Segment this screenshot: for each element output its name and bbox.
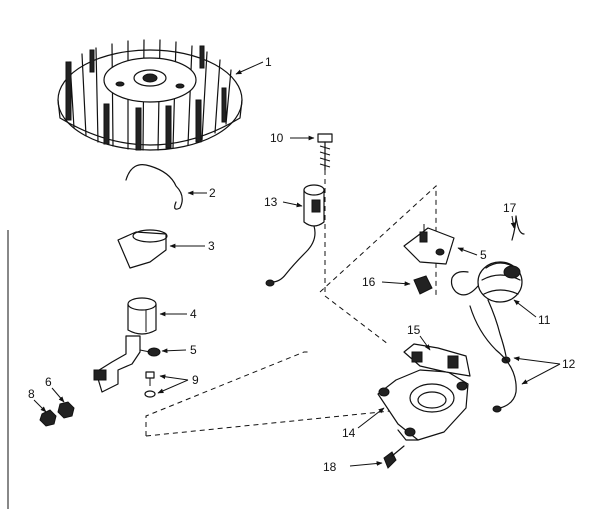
callout-16: 16: [362, 275, 376, 289]
screw-part: [317, 133, 333, 171]
callout-1-leader: [235, 61, 264, 75]
callout-5-lower: 5: [190, 343, 197, 357]
callout-9: 9: [192, 373, 199, 387]
assembly-dashed-line-a: [324, 170, 389, 345]
callout-8-leader: [33, 399, 47, 413]
callout-3: 3: [208, 239, 215, 253]
ignition-coil-part: [450, 261, 523, 303]
callout-12-leader-b: [521, 363, 561, 385]
callout-5b-leader: [161, 348, 187, 354]
callout-12-leader-a: [513, 356, 561, 365]
lead-wires-part: [469, 299, 517, 413]
lever-bracket-part: [93, 335, 161, 393]
callout-8: 8: [28, 387, 35, 401]
wire-part: [511, 215, 525, 241]
callout-13: 13: [264, 195, 278, 209]
callout-18: 18: [323, 460, 337, 474]
screw-washer-part: [144, 371, 156, 398]
bolt-part: [383, 445, 405, 469]
callout-6-leader: [51, 387, 65, 403]
callout-2: 2: [209, 186, 216, 200]
callout-4: 4: [190, 307, 197, 321]
breaker-plate-part: [403, 224, 455, 265]
callout-14: 14: [342, 426, 356, 440]
clip-part: [413, 275, 433, 295]
callout-14-leader: [357, 407, 385, 429]
washer-part: [39, 409, 57, 427]
callout-11-leader: [513, 299, 537, 318]
assembly-dashed-line-b: [319, 184, 437, 296]
stator-housing-part: [377, 343, 471, 441]
callout-11: 11: [538, 313, 551, 327]
callout-16-leader: [381, 281, 411, 287]
bushing-part: [127, 297, 157, 335]
callout-9-leader-a: [159, 374, 189, 381]
callout-6: 6: [45, 375, 52, 389]
callout-18-leader: [349, 461, 383, 467]
callout-17-leader: [510, 215, 516, 229]
flywheel-part: [57, 39, 243, 151]
callout-12: 12: [562, 357, 576, 371]
nut-part: [57, 401, 75, 419]
spring-clip-part: [125, 164, 183, 210]
assembly-dashed-line-c: [145, 351, 310, 436]
shroud-cover-part: [117, 229, 168, 269]
callout-5a-leader: [457, 247, 478, 256]
callout-5-upper: 5: [480, 248, 487, 262]
callout-9-leader-b: [157, 379, 189, 394]
callout-17: 17: [503, 201, 517, 215]
callout-15: 15: [407, 323, 421, 337]
callout-15-leader: [419, 335, 431, 351]
callout-10: 10: [270, 131, 284, 145]
assembly-dashed-line-d: [145, 409, 401, 437]
callout-1: 1: [265, 55, 272, 69]
condenser-part: [265, 184, 325, 287]
callout-13-leader: [282, 201, 303, 208]
